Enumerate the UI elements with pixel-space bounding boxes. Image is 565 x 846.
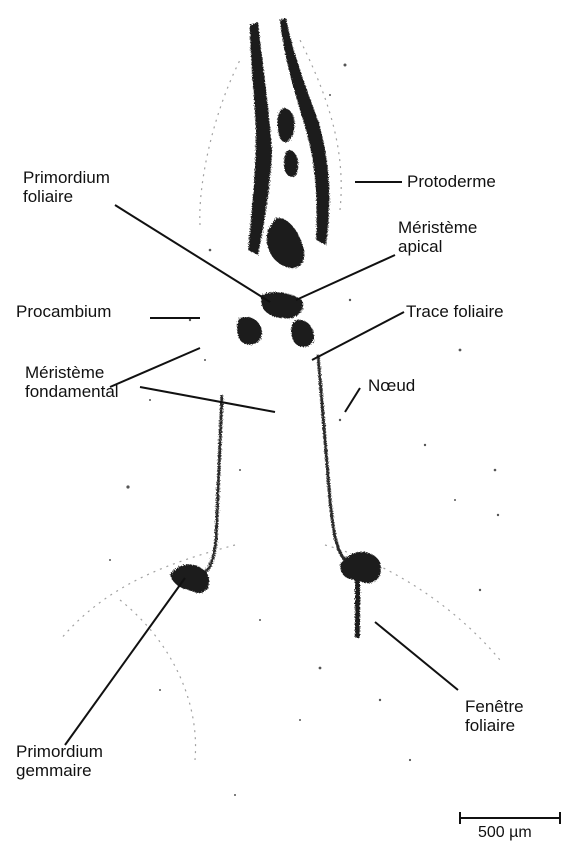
shoot-apex-tissue	[237, 18, 329, 347]
label-noeud-text: Nœud	[368, 376, 415, 395]
label-meristeme-apical-line2: apical	[398, 237, 477, 256]
label-primordium-gemmaire-line1: Primordium	[16, 742, 103, 761]
label-trace-foliaire: Trace foliaire	[406, 302, 504, 321]
scale-bar-label: 500 µm	[478, 823, 532, 842]
label-procambium: Procambium	[16, 302, 111, 321]
label-meristeme-apical-line1: Méristème	[398, 218, 477, 237]
label-trace-foliaire-text: Trace foliaire	[406, 302, 504, 321]
label-procambium-text: Procambium	[16, 302, 111, 321]
label-noeud: Nœud	[368, 376, 415, 395]
label-protoderme-text: Protoderme	[407, 172, 496, 191]
label-meristeme-fondamental-line1: Méristème	[25, 363, 119, 382]
label-primordium-foliaire-line1: Primordium	[23, 168, 110, 187]
label-fenetre-foliaire: Fenêtre foliaire	[465, 697, 524, 735]
label-meristeme-fondamental: Méristème fondamental	[25, 363, 119, 401]
label-meristeme-apical: Méristème apical	[398, 218, 477, 256]
scale-bar-label-text: 500 µm	[478, 823, 532, 842]
label-primordium-foliaire-line2: foliaire	[23, 187, 110, 206]
label-protoderme: Protoderme	[407, 172, 496, 191]
label-primordium-gemmaire: Primordium gemmaire	[16, 742, 103, 780]
tissue-outline	[60, 40, 500, 760]
label-fenetre-foliaire-line1: Fenêtre	[465, 697, 524, 716]
label-primordium-foliaire: Primordium foliaire	[23, 168, 110, 206]
bud-primordia	[170, 552, 381, 638]
label-primordium-gemmaire-line2: gemmaire	[16, 761, 103, 780]
procambial-strands	[205, 355, 345, 572]
label-meristeme-fondamental-line2: fondamental	[25, 382, 119, 401]
label-fenetre-foliaire-line2: foliaire	[465, 716, 524, 735]
